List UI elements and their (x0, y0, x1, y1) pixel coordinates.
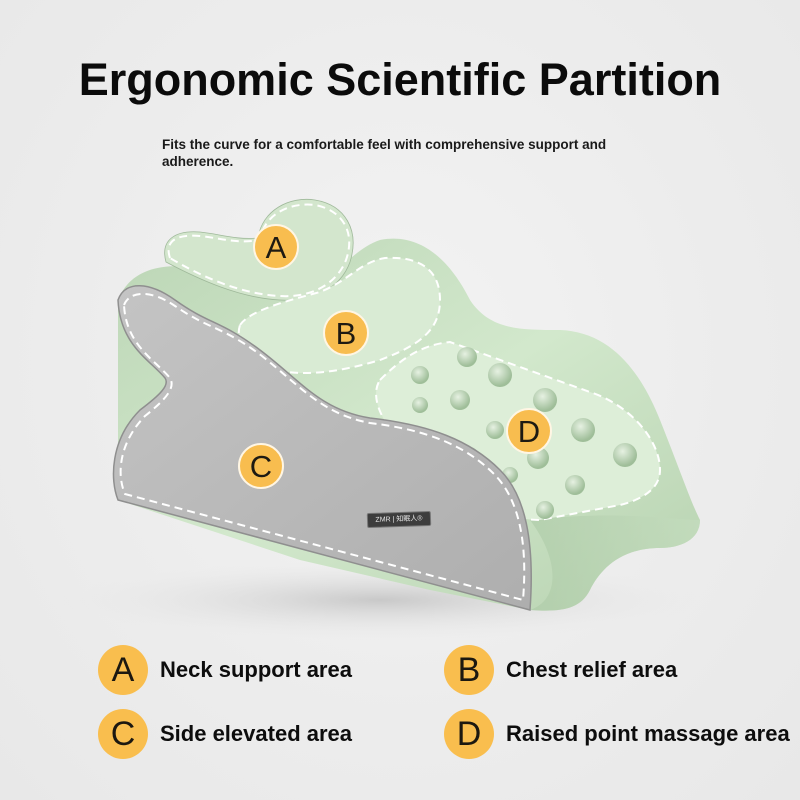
legend-item-b: B Chest relief area (444, 645, 677, 695)
brand-tag: ZMR | 知眠人® (366, 510, 432, 529)
side-panel (112, 285, 532, 611)
legend-label-a: Neck support area (160, 657, 352, 682)
legend-badge-a: A (98, 645, 148, 695)
page-title: Ergonomic Scientific Partition (78, 54, 722, 105)
marker-d-badge: D (506, 408, 552, 454)
legend-badge-c: C (98, 709, 148, 759)
marker-c-badge: C (238, 443, 284, 489)
legend-label-b: Chest relief area (506, 657, 678, 682)
legend-item-d: D Raised point massage area (444, 709, 790, 759)
legend-label-c: Side elevated area (160, 721, 353, 746)
legend-item-a: A Neck support area (98, 645, 352, 695)
legend-label-d: Raised point massage area (506, 721, 790, 746)
marker-b-badge: B (323, 310, 369, 356)
pillow-end (530, 515, 700, 611)
legend-badge-b: B (444, 645, 494, 695)
legend-badge-d: D (444, 709, 494, 759)
page-subtitle: Fits the curve for a comfortable feel wi… (162, 137, 607, 169)
marker-a-badge: A (253, 224, 299, 270)
legend-item-c: C Side elevated area (98, 709, 352, 759)
